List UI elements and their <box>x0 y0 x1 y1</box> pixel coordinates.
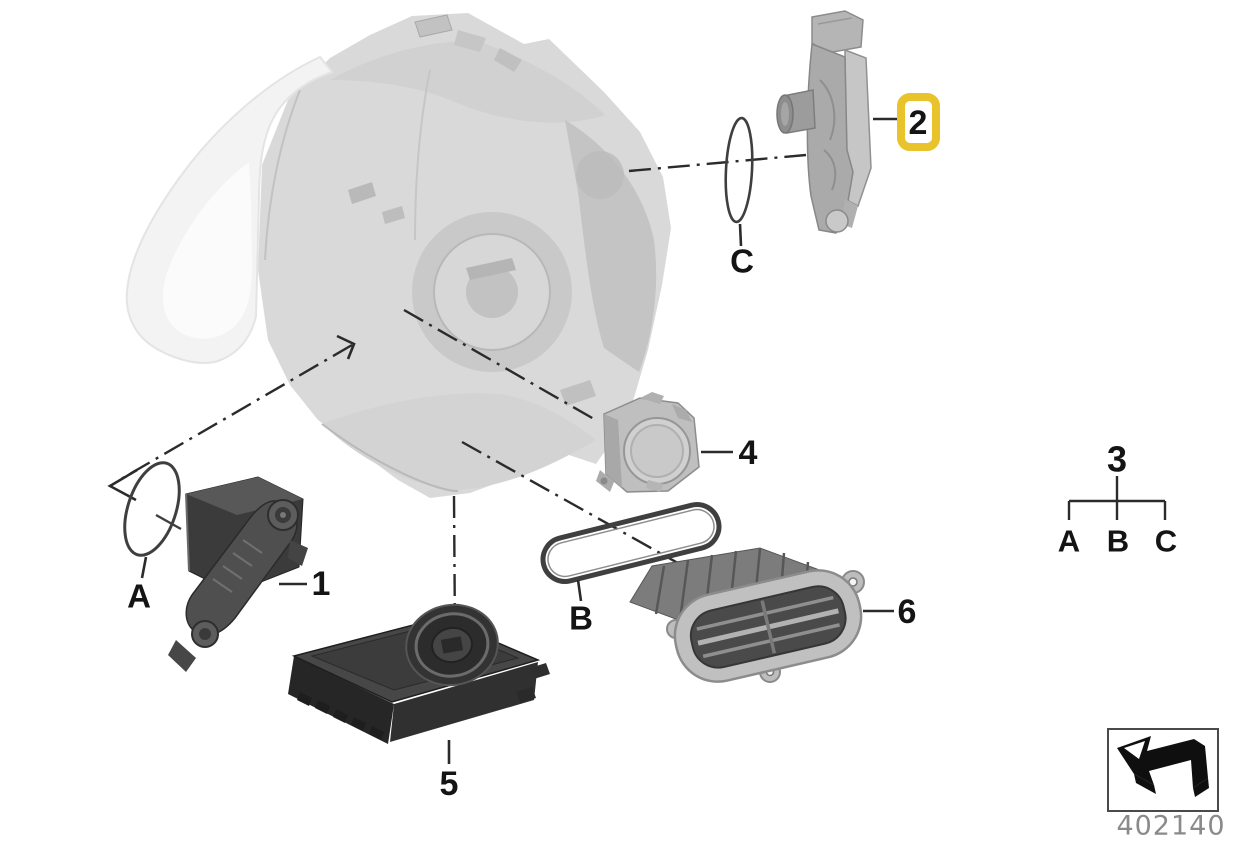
headlamp-seam-1 <box>264 89 301 261</box>
gasket-b <box>540 502 722 602</box>
part5-connector-key <box>440 636 464 654</box>
leader-gasket-a-label <box>140 556 148 579</box>
legend-c-label: C <box>1155 524 1177 559</box>
part-5-led-module <box>288 603 550 744</box>
part5-tooth-4 <box>351 717 366 731</box>
gasket-b-ring-inner <box>547 508 715 578</box>
part1-lower-boss-hole <box>199 628 211 640</box>
part5-side-right <box>390 662 538 742</box>
direction-arrow-face <box>1124 741 1145 759</box>
part4-right-tab <box>672 404 692 422</box>
part5-tooth-3 <box>333 709 348 723</box>
part1-arm-rib-3 <box>222 565 243 580</box>
part2-top-plate-edge <box>817 17 853 25</box>
gasket-a-label: A <box>127 578 151 615</box>
footer-block: 402140 <box>1107 728 1225 842</box>
gasket-a-tick <box>155 513 182 531</box>
diagram-number: 402140 <box>1116 811 1225 842</box>
part2-ball-stud <box>825 209 849 233</box>
gasket-c-label: C <box>730 243 754 280</box>
part2-highlight-box[interactable] <box>897 93 940 151</box>
part1-arm-rib-2 <box>232 552 253 567</box>
part-1-bracket <box>168 476 308 672</box>
headlamp-clip-1 <box>414 14 453 38</box>
part-6-vent-module <box>629 547 865 683</box>
legend-part3-label[interactable]: 3 <box>1107 439 1127 480</box>
part5-ear-2 <box>516 687 536 703</box>
legend-tree: 3 A B C <box>1058 439 1177 559</box>
headlamp-detail-2 <box>382 206 405 224</box>
part4-face-ring <box>630 424 684 478</box>
gasket-b-ring <box>540 502 722 584</box>
part4-bottom-notch <box>646 480 664 492</box>
headlamp-upper-band <box>330 41 605 123</box>
headlamp-bowl-edge <box>321 423 459 493</box>
part-6-label[interactable]: 6 <box>898 593 917 631</box>
part-4-module <box>596 392 700 493</box>
part1-foot <box>168 640 196 672</box>
headlamp-lower-bowl <box>322 393 596 490</box>
part1-box-edge <box>185 493 190 572</box>
part1-arm-rib-1 <box>242 539 263 554</box>
gasket-b-label: B <box>569 600 593 637</box>
part1-right-flange <box>288 540 308 566</box>
part2-top-plate <box>811 10 864 54</box>
leader-arrowhead-housing-end <box>336 334 356 360</box>
part6-grille <box>689 585 847 669</box>
gasket-a-ring <box>123 461 181 557</box>
part2-barrel-face-inner <box>781 102 789 126</box>
part6-divider <box>760 600 777 654</box>
headlamp-assembly <box>125 13 671 498</box>
leader-line-gasket-c <box>628 153 807 173</box>
leader-gasket-b-label <box>576 579 583 602</box>
leader-line-gasket-b <box>461 440 693 573</box>
part1-upper-boss-pin <box>280 512 286 518</box>
part-4-label[interactable]: 4 <box>739 434 758 472</box>
headlamp-upper-reflector <box>576 151 624 199</box>
gasket-a <box>123 461 182 579</box>
direction-arrow-depth-1 <box>1134 774 1156 794</box>
headlamp-detail-1 <box>348 182 376 204</box>
headlamp-detail-3 <box>560 380 596 406</box>
headlamp-lens-inner <box>162 162 252 339</box>
headlamp-seam-2 <box>414 69 431 241</box>
direction-arrow-icon <box>1117 736 1209 797</box>
part5-tooth-2 <box>315 700 330 714</box>
part5-tooth-5 <box>369 726 384 740</box>
part5-connector <box>405 603 499 687</box>
legend-b-label: B <box>1107 524 1129 559</box>
leader-line-gasket-a <box>115 343 353 484</box>
leader-line-part4 <box>403 308 595 421</box>
legend-a-label: A <box>1058 524 1080 559</box>
headlamp-clip-3 <box>494 48 522 72</box>
part-5-label[interactable]: 5 <box>440 765 459 803</box>
leader-arrowhead-gasket-a-end <box>107 468 138 502</box>
part5-side-left <box>288 656 394 744</box>
part2-body-curve-1 <box>819 79 836 141</box>
headlamp-projector-bar <box>466 258 516 280</box>
gasket-c <box>724 116 754 247</box>
part5-tooth-1 <box>297 692 312 706</box>
part5-ear-1 <box>530 663 550 679</box>
part4-foot-hole <box>600 477 608 485</box>
part-1-label[interactable]: 1 <box>312 565 331 603</box>
part-2-label[interactable]: 2 <box>909 104 928 142</box>
headlamp-clip-2 <box>454 30 486 52</box>
part4-top-tab <box>640 392 664 404</box>
part1-arm-rib-4 <box>212 578 233 593</box>
headlamp-projector-hub <box>466 266 518 318</box>
part-2-bracket <box>776 10 872 234</box>
part2-body-curve-2 <box>823 149 837 191</box>
direction-arrow-depth-2 <box>1193 778 1209 797</box>
gasket-c-ring <box>724 116 754 224</box>
leader-gasket-c-label <box>738 223 743 247</box>
part4-side-shade <box>604 414 622 488</box>
